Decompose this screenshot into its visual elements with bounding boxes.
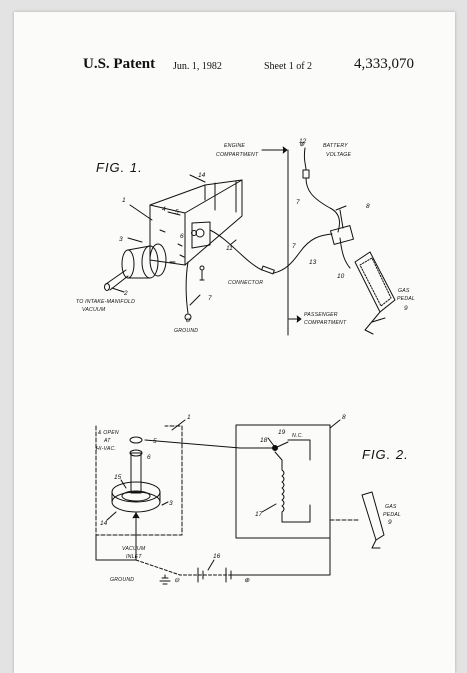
fig2-title: FIG. 2. [362, 447, 409, 462]
open-note-line3: HI-VAC. [96, 446, 116, 452]
fig1-title: FIG. 1. [96, 160, 143, 175]
fig2-ground-label: GROUND [110, 577, 134, 583]
fig2-ref-18: 18 [260, 437, 268, 444]
fig1-ref-9: 9 [404, 305, 408, 312]
gas-pedal [354, 251, 396, 335]
fig1-drawing [104, 146, 396, 336]
passenger-compartment-line2: COMPARTMENT [304, 320, 347, 326]
fig2-ref-6: 6 [147, 454, 151, 461]
fig1-ref-1: 1 [122, 197, 126, 204]
patent-sheet [14, 12, 455, 673]
fig2-ref-14: 14 [100, 520, 108, 527]
fig1-ref-11: 11 [226, 245, 233, 252]
fig2-ref-9: 9 [388, 519, 392, 526]
ground-wire [185, 261, 189, 314]
fig2-minus-sign: ⊖ [174, 577, 180, 584]
vacuum-diaphragm [104, 243, 167, 291]
intake-manifold-line1: TO INTAKE-MANIFOLD [76, 299, 135, 305]
passenger-compartment-line1: PASSENGER [304, 312, 338, 318]
engine-compartment-line2: COMPARTMENT [216, 152, 259, 158]
fig1-ref-7c: 7 [292, 243, 296, 250]
fig1-ref-7a: 7 [208, 295, 212, 302]
fig1-ref-2: 2 [123, 290, 128, 297]
vacuum-inlet-line1: VACUUM [122, 546, 146, 552]
patent-label: U.S. Patent [83, 56, 156, 72]
fig2-ref-5: 5 [153, 438, 157, 445]
battery-voltage-line1: BATTERY [323, 143, 348, 149]
fig1-ref-13: 13 [309, 259, 317, 266]
fig1-ref-12: 12 [299, 138, 307, 145]
fig1-ref-4: 4 [162, 206, 166, 213]
fig1-plus-sign: ⊕ [299, 141, 305, 148]
fig2-ref-17: 17 [255, 511, 263, 518]
fig1-ref-3: 3 [119, 236, 123, 243]
fig1-gas-pedal-line1: GAS [398, 288, 410, 294]
fig2-ref-16: 16 [213, 553, 221, 560]
fig2-gas-pedal-line1: GAS [385, 504, 397, 510]
patent-number: 4,333,070 [354, 56, 414, 72]
fig2-ref-19: 19 [278, 429, 286, 436]
fig2-drawing [95, 419, 385, 585]
fig2-ref-1: 1 [187, 414, 191, 421]
fig1-minus-sign: ⊖ [185, 317, 191, 324]
fig1-gas-pedal-line2: PEDAL [397, 296, 415, 302]
patent-date: Jun. 1, 1982 [173, 61, 222, 72]
sheet-number: Sheet 1 of 2 [264, 61, 313, 72]
fig1-ref-6: 6 [180, 233, 184, 240]
wire-7 [209, 229, 263, 271]
vacuum-switch-housing [149, 179, 243, 266]
fig2-ref-15: 15 [114, 474, 122, 481]
fig1-ground-label: GROUND [174, 328, 198, 334]
connector-label: CONNECTOR [228, 280, 263, 286]
intake-manifold-line2: VACUUM [82, 307, 106, 313]
fig1-ref-14: 14 [198, 172, 206, 179]
engine-compartment-line1: ENGINE [224, 143, 245, 149]
nc-label: N.C. [292, 433, 303, 439]
fig1-ref-8: 8 [366, 203, 370, 210]
battery-voltage-line2: VOLTAGE [326, 152, 351, 158]
vacuum-inlet-line2: INLET [126, 554, 142, 560]
fig2-ref-8: 8 [342, 414, 346, 421]
fig2-ref-3: 3 [169, 500, 173, 507]
fig2-gas-pedal-line2: PEDAL [383, 512, 401, 518]
fig1-ref-5: 5 [175, 209, 179, 216]
fig1-ref-10: 10 [337, 273, 345, 280]
fig2-plus-sign: ⊕ [244, 577, 250, 584]
fig1-ref-7b: 7 [296, 199, 300, 206]
open-note-line2: AT [103, 438, 111, 444]
open-note-line1: & OPEN [98, 430, 119, 436]
